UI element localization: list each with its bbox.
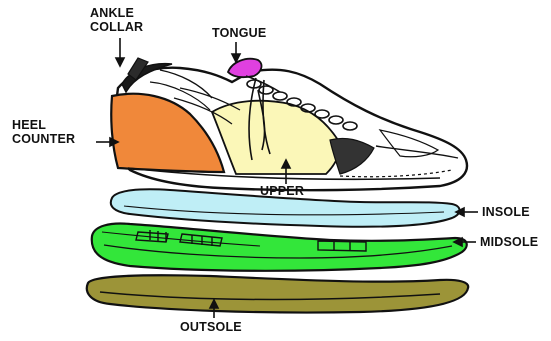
shoe-upper <box>111 58 467 190</box>
heel-counter-label: HEEL COUNTER <box>12 118 75 146</box>
midsole-label: MIDSOLE <box>480 235 538 249</box>
upper-label: UPPER <box>260 184 304 198</box>
tongue-label: TONGUE <box>212 26 266 40</box>
heel-counter-label-line2: COUNTER <box>12 132 75 146</box>
outsole-layer <box>87 275 468 312</box>
outsole-label: OUTSOLE <box>180 320 242 334</box>
ankle-collar-label: ANKLE COLLAR <box>90 6 143 34</box>
ankle-collar-label-line2: COLLAR <box>90 20 143 34</box>
insole-label: INSOLE <box>482 205 530 219</box>
midsole-layer <box>92 224 467 271</box>
ankle-collar-label-line1: ANKLE <box>90 6 143 20</box>
heel-counter-label-line1: HEEL <box>12 118 75 132</box>
